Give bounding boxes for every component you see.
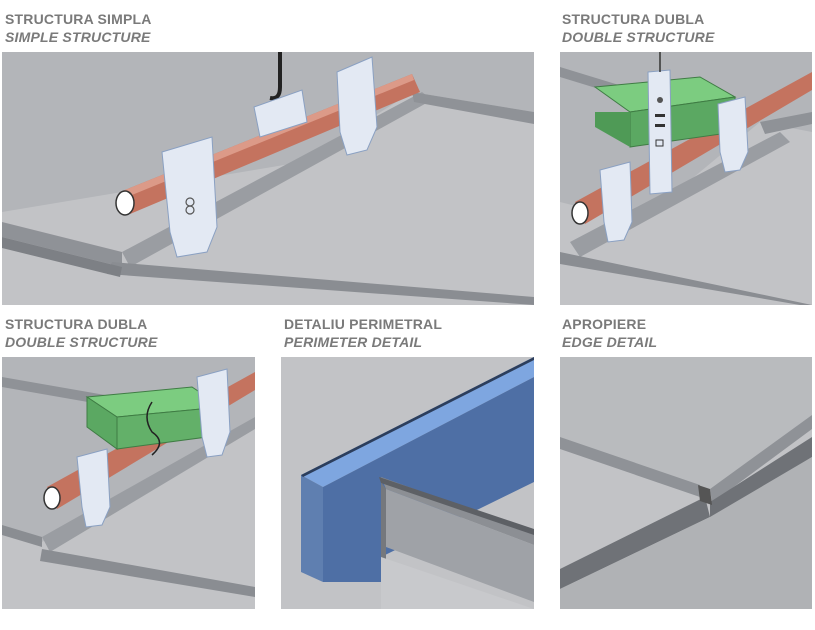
panel-double-top-title-en: DOUBLE STRUCTURE [562,29,715,45]
clip [336,56,378,156]
edge-joint [698,485,712,505]
grid-rail [107,262,534,305]
perimeter-profile-side [301,475,323,582]
panel-edge-title-ro: APROPIERE [562,316,647,332]
panel-double-top-illustration [560,52,812,305]
edge-rail-profile [560,497,710,589]
perimeter-profile-face [323,377,534,582]
pipe-end [115,190,135,216]
panel-simple-title-ro: STRUCTURA SIMPLA [5,11,152,27]
pipe-end [571,201,589,225]
pipe [575,72,812,224]
panel-double-top-title-ro: STRUCTURA DUBLA [562,11,705,27]
grid-rail [412,92,534,124]
green-channel [85,386,224,456]
clip [599,161,633,243]
panel-double-bottom-title-en: DOUBLE STRUCTURE [5,334,158,350]
ceiling-tile [560,457,812,609]
grid-rail [40,549,255,597]
panel-double-bottom-illustration [2,357,255,609]
edge-rail [710,415,812,503]
edge-rail-profile [710,437,812,522]
edge-rail [560,437,700,497]
tee-rail [381,482,386,582]
panel-double-top-caption: STRUCTURA DUBLA DOUBLE STRUCTURE [562,10,715,46]
clip [76,448,111,528]
grid-rail [2,222,122,267]
hanger-hook [253,52,308,138]
panel-simple-title-en: SIMPLE STRUCTURE [5,29,151,45]
grid-rail-shadow [2,237,122,277]
clip [161,136,218,258]
panel-perimeter-title-en: PERIMETER DETAIL [284,334,423,350]
grid-rail [560,252,812,305]
panel-double-bottom-title-ro: STRUCTURA DUBLA [5,316,148,332]
panel-simple-illustration [2,52,534,305]
panel-simple-caption: STRUCTURA SIMPLA SIMPLE STRUCTURE [5,10,152,46]
panel-perimeter-caption: DETALIU PERIMETRAL PERIMETER DETAIL [284,315,442,351]
panel-perimeter-title-ro: DETALIU PERIMETRAL [284,316,443,332]
clip [196,368,231,458]
panel-edge-caption: APROPIERE EDGE DETAIL [562,315,657,351]
grid-rail [2,525,42,547]
panel-edge-illustration [560,357,812,609]
panel-perimeter-illustration [281,357,534,609]
panel-double-bottom-caption: STRUCTURA DUBLA DOUBLE STRUCTURE [5,315,158,351]
hanger-plate [647,52,673,195]
clip [717,96,749,173]
ceiling-tile [560,357,812,489]
grid-rail [760,112,812,134]
pipe-end [43,486,61,510]
tee-rail [386,489,534,602]
panel-edge-title-en: EDGE DETAIL [562,334,658,350]
